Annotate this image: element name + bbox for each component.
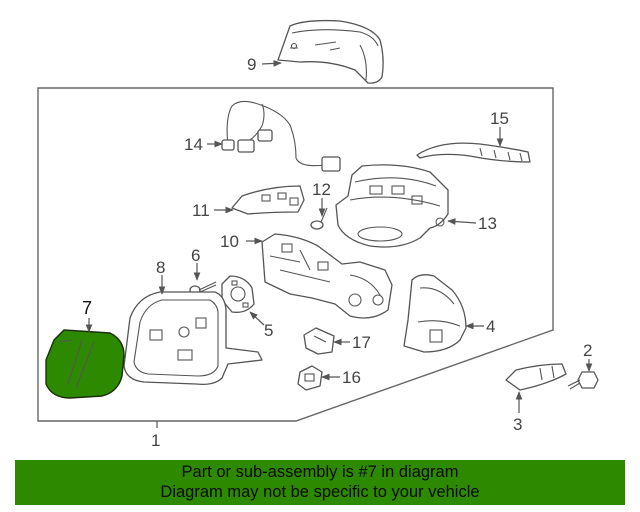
part-5-glass-motor[interactable] — [221, 275, 255, 313]
banner-line-part: Part or sub-assembly is #7 in diagram — [181, 463, 459, 481]
part-16-puddle-lamp[interactable] — [297, 365, 323, 391]
leader-9 — [261, 60, 282, 67]
callout-16: 16 — [342, 368, 361, 387]
leader-5 — [249, 311, 265, 326]
callout-1: 1 — [151, 431, 160, 450]
callout-5: 5 — [264, 321, 273, 340]
callout-12: 12 — [312, 180, 331, 199]
part-7-mirror-glass[interactable] — [45, 329, 125, 399]
part-8-mirror-housing[interactable] — [123, 291, 263, 386]
part-12-screw[interactable] — [310, 207, 328, 230]
part-info-banner: Part or sub-assembly is #7 in diagram Di… — [15, 460, 625, 505]
callout-10: 10 — [220, 232, 239, 251]
leader-13 — [447, 218, 477, 225]
exploded-mirror-diagram: 1 2 3 4 5 6 7 8 9 10 11 12 13 14 15 16 1… — [37, 19, 599, 450]
callout-2: 2 — [583, 341, 592, 360]
part-4-mirror-cover[interactable] — [403, 274, 467, 353]
callout-8: 8 — [156, 258, 165, 277]
part-14-wiring-harness[interactable] — [221, 100, 341, 172]
callout-3: 3 — [513, 415, 522, 434]
banner-line-disclaimer: Diagram may not be specific to your vehi… — [160, 483, 480, 501]
part-3-signal-lamp[interactable] — [505, 363, 567, 391]
callout-13: 13 — [478, 214, 497, 233]
part-11-bracket[interactable] — [231, 185, 305, 215]
part-9-mirror-cap[interactable] — [277, 19, 384, 84]
callout-11: 11 — [192, 201, 210, 220]
callout-4: 4 — [486, 317, 495, 336]
callout-15: 15 — [490, 109, 509, 128]
callout-6: 6 — [191, 246, 200, 265]
callout-17: 17 — [352, 333, 371, 352]
callout-14: 14 — [184, 135, 203, 154]
part-15-signal-strip[interactable] — [416, 142, 531, 163]
part-13-mirror-housing-frame[interactable] — [335, 164, 449, 248]
callout-9: 9 — [247, 55, 256, 74]
part-2-bolt[interactable] — [567, 371, 599, 390]
part-17-clip[interactable] — [303, 327, 335, 355]
part-10-mirror-frame[interactable] — [261, 233, 393, 319]
callout-7: 7 — [82, 298, 92, 318]
assembly-outline — [37, 87, 554, 422]
